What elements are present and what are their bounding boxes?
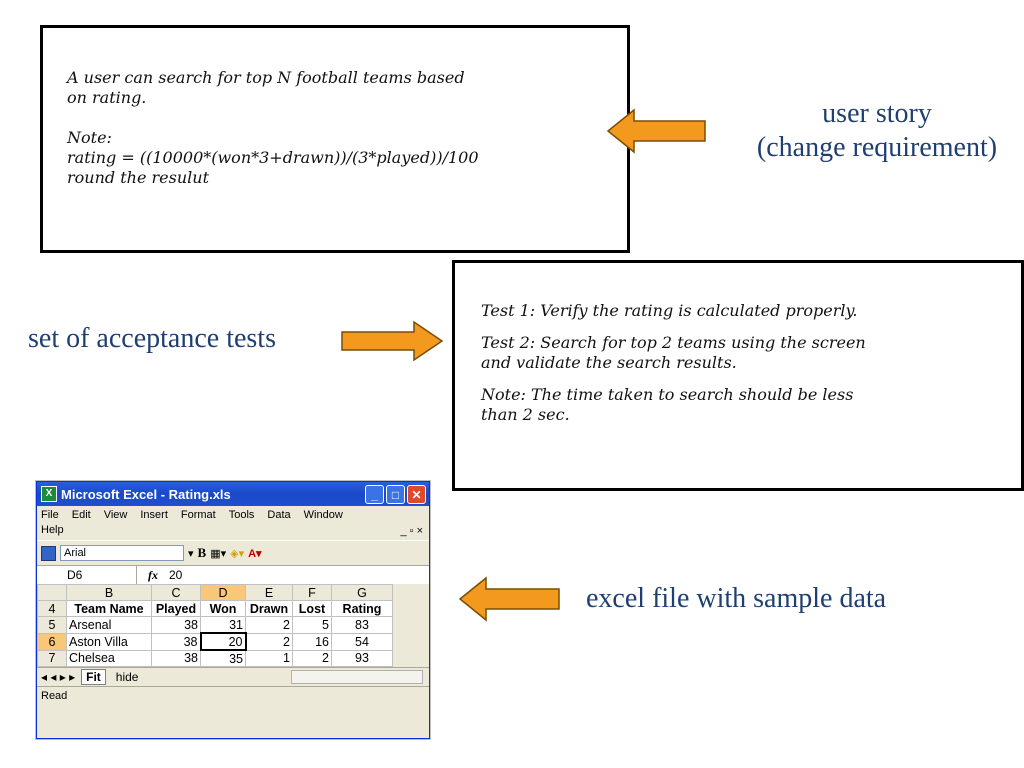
save-icon[interactable] (41, 545, 56, 561)
sheet-tabs: ◂ ◂ ▸ ▸ Fit hide (37, 667, 429, 686)
test-1: Test 1: Verify the rating is calculated … (481, 301, 858, 320)
close-icon[interactable]: ✕ (407, 484, 426, 504)
user-story-label-line-1: user story (822, 98, 932, 129)
excel-toolbar: Arial ▾ B ▦▾ ◈▾ A▾ (37, 540, 429, 565)
mdi-controls-icon[interactable]: _ ▫ × (400, 525, 423, 537)
cell-played[interactable]: 38 (151, 632, 201, 651)
user-story-box: A user can search for top N football tea… (40, 25, 630, 253)
user-story-label: user story (change requirement) (730, 97, 1024, 165)
tab-hide[interactable]: hide (115, 670, 139, 684)
corner-cell[interactable] (37, 584, 67, 601)
bold-button[interactable]: B (197, 545, 207, 560)
tab-fit[interactable]: Fit (81, 669, 106, 685)
cell-team[interactable]: Arsenal (66, 616, 152, 634)
table-row: 4 Team Name Played Won Drawn Lost Rating (37, 600, 393, 617)
arrow-right-icon (341, 320, 444, 362)
tests-label: set of acceptance tests (28, 323, 276, 354)
user-story-note-label: Note: (67, 128, 112, 147)
excel-title: Microsoft Excel - Rating.xls (61, 486, 231, 502)
font-dropdown-icon[interactable]: ▾ (188, 547, 194, 560)
menu-format[interactable]: Format (180, 509, 216, 521)
table-row: 5 Arsenal 38 31 2 5 83 (37, 616, 393, 634)
cell-drawn[interactable]: 2 (245, 632, 293, 651)
menu-data[interactable]: Data (267, 509, 291, 521)
user-story-line-2: on rating. (67, 88, 147, 107)
menu-tools[interactable]: Tools (228, 509, 255, 521)
cell-rating[interactable]: 83 (331, 616, 393, 634)
cell-lost[interactable]: 5 (292, 616, 332, 634)
row-header[interactable]: 7 (37, 649, 67, 667)
user-story-round: round the resulut (67, 168, 209, 187)
menu-view[interactable]: View (103, 509, 128, 521)
cell-lost[interactable]: 16 (292, 632, 332, 651)
test-2-line-2: and validate the search results. (481, 353, 737, 372)
excel-window: X Microsoft Excel - Rating.xls _ □ ✕ Fil… (36, 481, 430, 739)
minimize-icon[interactable]: _ (365, 484, 384, 504)
user-story-line-1: A user can search for top N football tea… (67, 68, 465, 87)
row-header[interactable]: 5 (37, 616, 67, 634)
user-story-formula: rating = ((10000*(won*3+drawn))/(3*playe… (67, 148, 479, 167)
row-header[interactable]: 6 (37, 632, 67, 651)
formula-value[interactable]: 20 (169, 568, 183, 582)
table-row: 6 Aston Villa 38 20 2 16 54 (37, 632, 393, 651)
cell-drawn[interactable]: 2 (245, 616, 293, 634)
cell-team[interactable]: Aston Villa (66, 632, 152, 651)
cell-rating[interactable]: 93 (331, 649, 393, 667)
user-story-label-line-2: (change requirement) (756, 132, 998, 163)
test-2-line-1: Test 2: Search for top 2 teams using the… (481, 333, 866, 352)
formula-bar: D6 fx 20 (37, 565, 429, 584)
name-box[interactable]: D6 (37, 566, 137, 584)
borders-icon[interactable]: ▦▾ (210, 547, 227, 560)
arrow-left-icon (458, 576, 560, 622)
header-cell[interactable]: Played (151, 600, 201, 617)
col-header-d[interactable]: D (200, 584, 246, 601)
menu-file[interactable]: File (41, 509, 59, 521)
header-cell[interactable]: Lost (292, 600, 332, 617)
col-header-g[interactable]: G (331, 584, 393, 601)
menu-insert[interactable]: Insert (140, 509, 168, 521)
active-cell[interactable]: 20 (199, 632, 247, 651)
tab-scroll-arrows-icon[interactable]: ◂ ◂ ▸ ▸ (41, 670, 76, 684)
font-name-select[interactable]: Arial (60, 545, 184, 561)
col-header-b[interactable]: B (66, 584, 152, 601)
col-header-e[interactable]: E (245, 584, 293, 601)
arrow-left-icon (606, 108, 706, 154)
header-cell[interactable]: Team Name (66, 600, 152, 617)
horizontal-scrollbar[interactable] (291, 670, 423, 684)
menu-edit[interactable]: Edit (71, 509, 91, 521)
cell-won[interactable]: 35 (200, 649, 246, 667)
tests-note-line-2: than 2 sec. (481, 405, 570, 424)
cell-lost[interactable]: 2 (292, 649, 332, 667)
col-header-f[interactable]: F (292, 584, 332, 601)
cell-rating[interactable]: 54 (331, 632, 393, 651)
excel-label: excel file with sample data (586, 583, 887, 614)
maximize-icon[interactable]: □ (386, 484, 405, 504)
menu-help[interactable]: Help (41, 524, 64, 536)
cell-drawn[interactable]: 1 (245, 649, 293, 667)
col-header-c[interactable]: C (151, 584, 201, 601)
status-bar: Read (37, 686, 429, 705)
table-row: 7 Chelsea 38 35 1 2 93 (37, 649, 393, 667)
excel-logo-icon: X (41, 486, 57, 502)
excel-title-bar: X Microsoft Excel - Rating.xls _ □ ✕ (37, 482, 429, 506)
acceptance-tests-box: Test 1: Verify the rating is calculated … (452, 260, 1024, 491)
cell-won[interactable]: 31 (200, 616, 246, 634)
sheet-grid: B C D E F G 4 Team Name Played Won Drawn… (37, 584, 393, 667)
font-color-icon[interactable]: A▾ (248, 547, 262, 560)
header-cell[interactable]: Rating (331, 600, 393, 617)
menu-window[interactable]: Window (303, 509, 343, 521)
column-header-row: B C D E F G (37, 584, 393, 601)
cell-played[interactable]: 38 (151, 649, 201, 667)
fx-icon: fx (148, 567, 158, 582)
tests-note-line-1: Note: The time taken to search should be… (481, 385, 854, 404)
fill-color-icon[interactable]: ◈▾ (230, 547, 245, 560)
header-cell[interactable]: Won (200, 600, 246, 617)
cell-team[interactable]: Chelsea (66, 649, 152, 667)
cell-played[interactable]: 38 (151, 616, 201, 634)
row-header[interactable]: 4 (37, 600, 67, 617)
header-cell[interactable]: Drawn (245, 600, 293, 617)
